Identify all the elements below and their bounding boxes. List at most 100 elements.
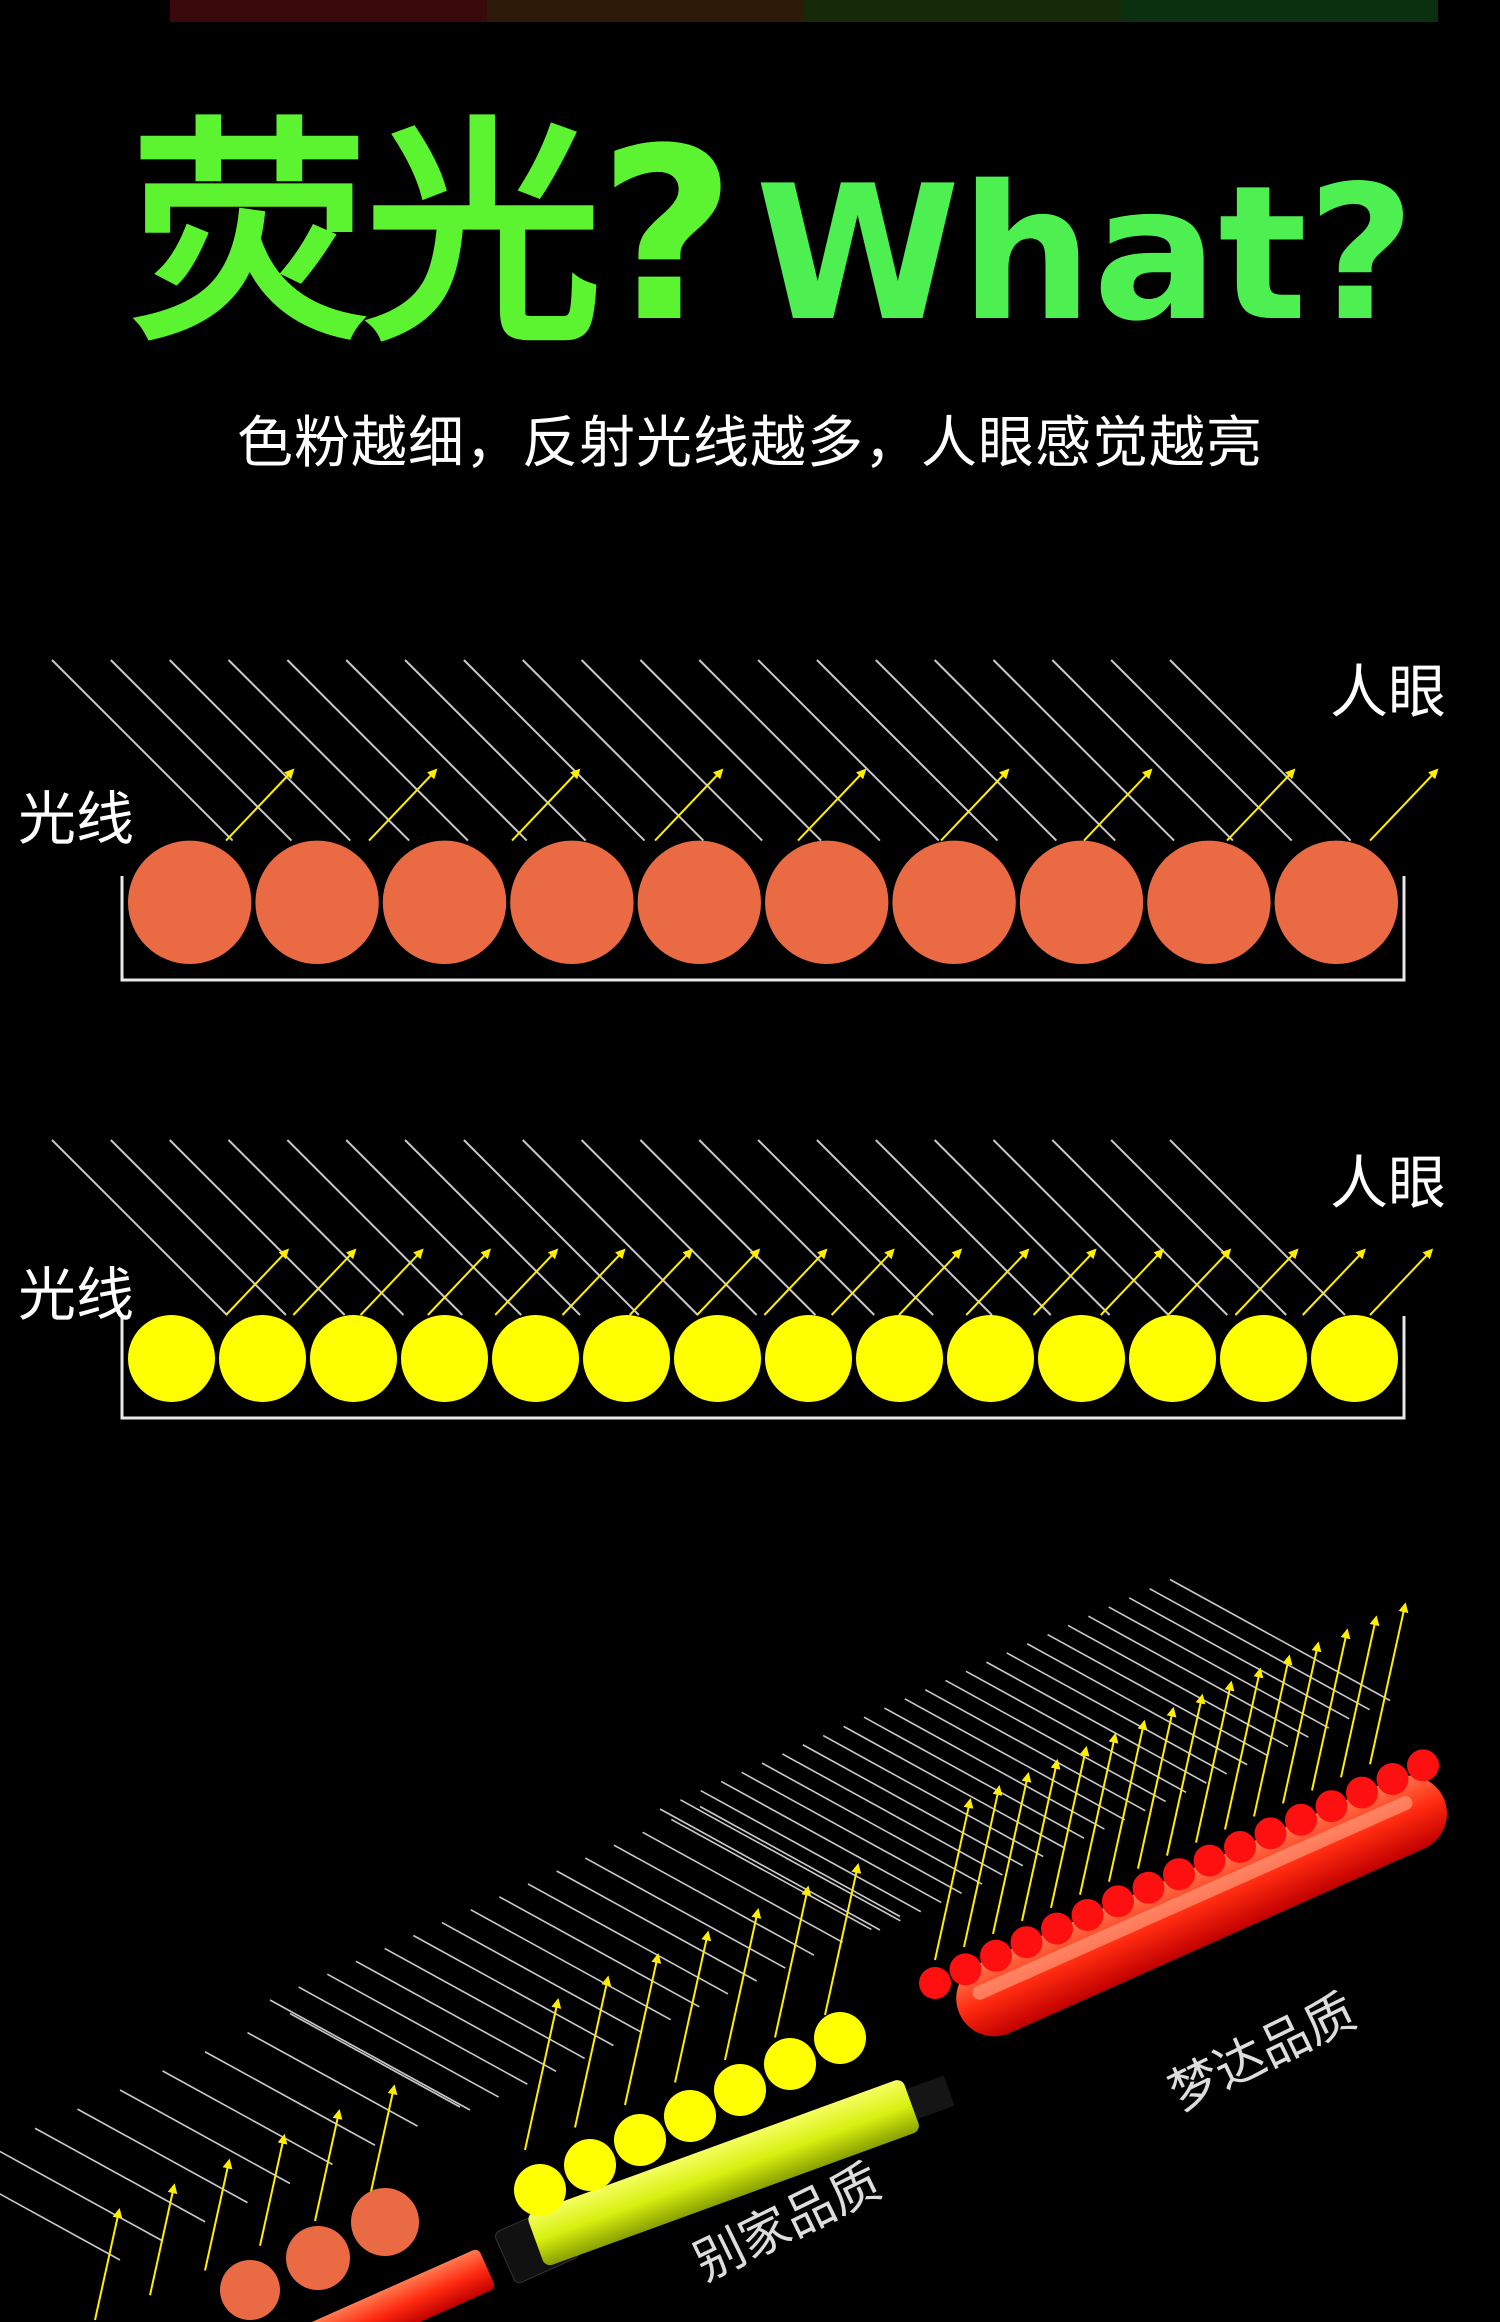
p1-particle xyxy=(382,840,507,964)
comparison-ray xyxy=(863,1716,1085,1839)
p2-ray xyxy=(992,1139,1170,1316)
comparison-ray xyxy=(269,1999,471,2111)
p1-ray xyxy=(992,659,1175,842)
p1-ray xyxy=(404,659,587,842)
comparison-reflection-arrow xyxy=(1340,1615,1380,1778)
p2-reflection-arrow xyxy=(494,1248,559,1316)
rod-right xyxy=(956,1775,1447,2037)
comparison-reflection-arrow xyxy=(1050,1745,1090,1909)
p2-reflection-arrow xyxy=(225,1248,290,1316)
p2-ray xyxy=(757,1139,934,1316)
p1-ray xyxy=(875,659,1058,842)
comparison-ray xyxy=(1149,1587,1370,1711)
p2-particle xyxy=(947,1315,1034,1402)
panel2-light-label: 光线 xyxy=(18,1261,135,1329)
p1-particle xyxy=(510,840,634,964)
comparison-ray xyxy=(642,1831,844,1944)
comparison-ray xyxy=(1047,1633,1268,1757)
p1-ray xyxy=(580,659,763,842)
p1-reflection-arrow xyxy=(1083,768,1153,842)
comparison-orange-particle xyxy=(220,2260,280,2320)
panel1-eye-label: 人眼 xyxy=(1330,658,1447,726)
p2-particle xyxy=(1220,1315,1307,1402)
comparison-yellow-particle xyxy=(664,2090,716,2142)
p2-ray xyxy=(639,1139,817,1316)
comparison-yellow-particle xyxy=(514,2164,566,2216)
comparison-reflection-arrow xyxy=(1311,1628,1351,1791)
p2-reflection-arrow xyxy=(561,1248,626,1316)
comparison-reflection-arrow xyxy=(1137,1706,1177,1869)
comparison-reflection-arrow xyxy=(574,1975,612,2128)
comparison-ray xyxy=(498,1896,700,2008)
comparison-ray xyxy=(298,1986,500,2098)
comparison-reflection-arrow xyxy=(624,1953,662,2106)
comparison-ray xyxy=(412,1934,614,2047)
p2-ray xyxy=(345,1139,522,1316)
p1-reflection-arrow xyxy=(1226,768,1296,842)
p1-ray xyxy=(1051,659,1234,842)
p2-ray xyxy=(933,1139,1111,1316)
p2-reflection-arrow xyxy=(1369,1248,1434,1316)
title-chinese: 荧光? xyxy=(130,98,736,375)
comparison-reflection-arrow xyxy=(94,2208,123,2321)
p2-ray xyxy=(580,1139,758,1316)
comparison-ray xyxy=(802,1744,1024,1867)
p1-particle xyxy=(1019,840,1144,964)
rod-middle xyxy=(528,2075,955,2266)
comparison-red-particle xyxy=(1315,1790,1348,1823)
p2-reflection-arrow xyxy=(1167,1248,1232,1316)
comparison-yellow-particle xyxy=(714,2064,766,2116)
p2-reflection-arrow xyxy=(763,1248,828,1316)
p1-particle xyxy=(255,840,379,964)
comparison-red-particle xyxy=(1163,1858,1195,1891)
comparison-reflection-arrow xyxy=(1282,1641,1322,1804)
comparison-red-particle xyxy=(1132,1871,1165,1904)
panel1-particles xyxy=(128,840,1399,964)
comparison-reflection-arrow xyxy=(724,1908,762,2061)
comparison-reflection-arrow xyxy=(992,1771,1032,1935)
comparison-ray xyxy=(1006,1652,1228,1775)
p2-particle xyxy=(128,1315,215,1402)
comparison-ray xyxy=(0,2193,121,2261)
comparison-red-particle xyxy=(980,1939,1012,1972)
rod-joint-middle xyxy=(906,2075,955,2120)
p2-reflection-arrow xyxy=(359,1248,424,1316)
comparison-reflection-arrow xyxy=(1224,1667,1264,1830)
top-color-bar xyxy=(170,0,1438,22)
comparison-yellow-particle xyxy=(564,2139,616,2191)
panel1-light-rays xyxy=(51,659,1352,842)
p2-ray xyxy=(1051,1139,1229,1316)
p2-particle xyxy=(401,1315,488,1402)
p1-reflection-arrow xyxy=(225,768,295,842)
comparison-reflection-arrow xyxy=(524,1998,562,2151)
comparison-ray xyxy=(613,1844,815,1956)
p1-reflection-arrow xyxy=(368,768,438,842)
comparison-ray xyxy=(1108,1606,1330,1729)
comparison-ray xyxy=(924,1688,1146,1812)
comparison-ray xyxy=(204,2051,376,2146)
comparison-reflection-arrow xyxy=(204,2158,233,2271)
comparison-red-particle xyxy=(1254,1817,1287,1850)
comparison-ray xyxy=(119,2089,291,2185)
p2-reflection-arrow xyxy=(629,1248,693,1316)
p2-ray xyxy=(51,1139,228,1316)
comparison-red-particle xyxy=(1285,1803,1317,1836)
comparison-ray xyxy=(904,1698,1126,1821)
comparison-ray xyxy=(384,1947,586,2060)
p1-particle xyxy=(1147,840,1271,964)
p1-ray xyxy=(522,659,705,842)
p1-ray xyxy=(286,659,469,842)
comparison-ray xyxy=(1026,1643,1248,1766)
comparison-ray xyxy=(670,1818,872,1931)
comparison-red-particle xyxy=(1376,1763,1409,1795)
comparison-ray xyxy=(659,1808,881,1931)
p1-ray xyxy=(1110,659,1293,842)
p1-reflection-arrow xyxy=(797,768,867,842)
comparison-reflection-arrow xyxy=(1166,1693,1206,1856)
comparison-reflection-arrow xyxy=(259,2133,288,2246)
page-title: 荧光? What? xyxy=(130,118,1415,356)
p1-reflection-arrow xyxy=(654,768,724,842)
comparison-ray xyxy=(556,1870,758,1982)
p2-ray xyxy=(463,1139,640,1316)
comparison-yellow-particle xyxy=(764,2038,816,2090)
